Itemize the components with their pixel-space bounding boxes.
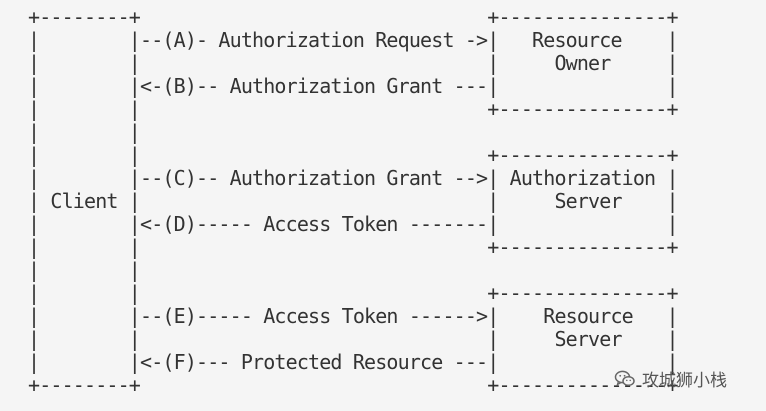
oauth-flow-ascii-diagram: +--------+ +---------------+| |--(A)- Au… bbox=[28, 5, 679, 397]
watermark: 攻城狮小栈 bbox=[614, 366, 727, 391]
diagram-line: | |<-(F)--- Protected Resource ---| | bbox=[28, 350, 679, 374]
wechat-icon bbox=[614, 369, 636, 389]
diagram-line: | |--(A)- Authorization Request ->| Reso… bbox=[28, 28, 679, 52]
diagram-line: | |<-(B)-- Authorization Grant ---| | bbox=[28, 74, 679, 98]
diagram-line: +--------+ +---------------+ bbox=[28, 373, 679, 397]
diagram-line: | |<-(D)----- Access Token -------| | bbox=[28, 212, 679, 236]
diagram-line: +--------+ +---------------+ bbox=[28, 5, 679, 29]
diagram-line: | | | Owner | bbox=[28, 51, 679, 75]
diagram-line: | Client | | Server | bbox=[28, 189, 679, 213]
watermark-text: 攻城狮小栈 bbox=[642, 371, 727, 391]
diagram-line: | | +---------------+ bbox=[28, 97, 679, 121]
diagram-line: | | | Server | bbox=[28, 327, 679, 351]
diagram-line: | | +---------------+ bbox=[28, 235, 679, 259]
diagram-line: | | bbox=[28, 120, 141, 144]
diagram-line: | |--(E)----- Access Token ------>| Reso… bbox=[28, 304, 679, 328]
diagram-line: | |--(C)-- Authorization Grant -->| Auth… bbox=[28, 166, 679, 190]
diagram-line: | | bbox=[28, 258, 141, 282]
diagram-line: | | +---------------+ bbox=[28, 281, 679, 305]
diagram-line: | | +---------------+ bbox=[28, 143, 679, 167]
